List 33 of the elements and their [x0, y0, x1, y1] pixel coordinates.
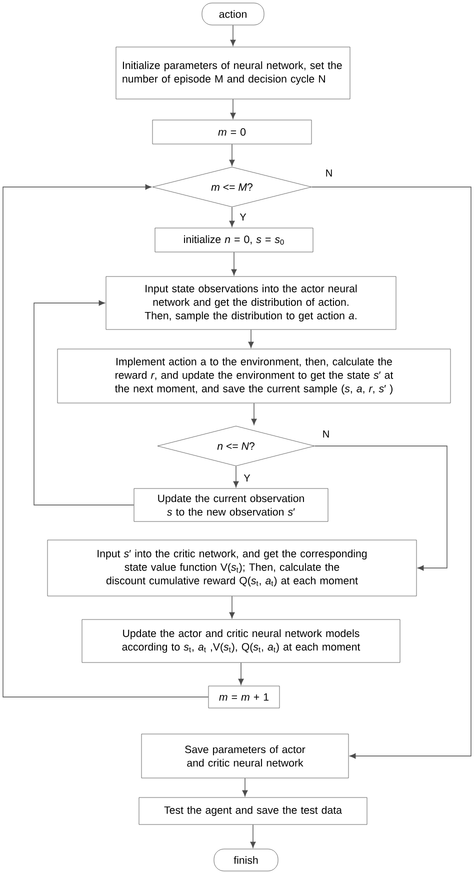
process-box: m = m + 1 — [208, 686, 280, 708]
edge-label: Y — [242, 474, 252, 482]
arrow — [229, 596, 235, 618]
arrow — [233, 466, 239, 488]
process-box: initialize n = 0, s = s$_{0}$ — [154, 228, 314, 252]
arrow — [311, 186, 472, 759]
process-box: Test the agent and save the test data — [138, 797, 368, 825]
process-box: Input s′ into the critic network, and get the corresponding state value function V(s$_{t}$); Then, calculate the discount cumulative reward Q(s$_{t}$, a$_{t}$) at each moment — [47, 540, 417, 596]
arrow — [231, 252, 237, 276]
arrow — [230, 98, 236, 119]
arrow — [248, 329, 254, 348]
arrow — [250, 824, 256, 848]
process-box: Input state observations into the actor neural network and get the distribution of action. Then, sample the distribution to get action a. — [106, 276, 396, 330]
process-box: Initialize parameters of neural network, set the number of episode M and decision cycle N — [116, 46, 350, 100]
process-box: Update the current observation s to the new observation s′ — [134, 488, 328, 522]
terminal-box: action — [202, 2, 264, 26]
terminal-box: finish — [214, 848, 278, 872]
edge-label: Y — [238, 212, 248, 222]
edge-label: N — [321, 430, 331, 438]
arrow — [251, 402, 257, 425]
process-box: Implement action a to the environment, then, calculate the reward r, and update the environment to get the state s′ at the next moment, and save the current sample (s, a, r, s′ ) — [57, 348, 451, 404]
process-box: Save parameters of actor and critic neural network — [141, 734, 349, 778]
arrow — [229, 206, 235, 227]
edge-label: N — [324, 168, 334, 178]
arrow — [229, 144, 235, 166]
arrow — [34, 300, 134, 506]
process-box: Update the actor and critic neural network models according to s$_{t}$, a$_{t}$ ,V(s$_{t}$), Q(s$_{t}$, a$_{t}$) at each moment — [82, 619, 400, 663]
arrow — [2, 184, 209, 698]
arrow — [230, 24, 236, 46]
arrow — [238, 662, 244, 685]
arrow — [242, 778, 248, 796]
process-box: m = 0 — [152, 120, 312, 144]
arrow — [314, 446, 448, 571]
